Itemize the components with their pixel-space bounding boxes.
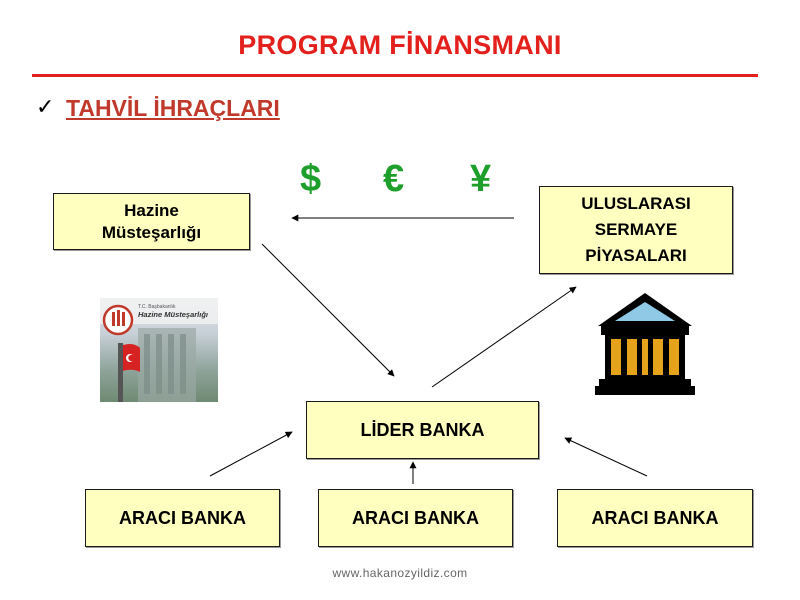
bank-building-icon — [595, 293, 695, 395]
araci-banka-box-2: ARACI BANKA — [318, 489, 513, 547]
euro-symbol: € — [383, 158, 405, 200]
lider-banka-label: LİDER BANKA — [360, 419, 485, 440]
hazine-line-2: Müsteşarlığı — [101, 222, 202, 242]
international-markets-box: ULUSLARASI SERMAYE PİYASALARI — [539, 186, 733, 274]
markets-line-1: ULUSLARASI — [581, 194, 691, 213]
photo-logo-line-2: Hazine Müsteşarlığı — [138, 310, 208, 319]
hazine-building-photo: T.C. Başbakanlık Hazine Müsteşarlığı — [100, 298, 218, 402]
arrow-araci1-to-lider — [209, 431, 293, 477]
araci-banka-box-1: ARACI BANKA — [85, 489, 280, 547]
markets-line-3: PİYASALARI — [585, 246, 687, 265]
arrow-hazine-to-lider — [261, 243, 395, 377]
slide-title: PROGRAM FİNANSMANI — [238, 30, 562, 60]
checkmark-icon: ✓ — [36, 94, 55, 119]
slide-subtitle: TAHVİL İHRAÇLARI — [66, 95, 280, 121]
arrow-araci3-to-lider — [564, 437, 648, 477]
arrow-lider-to-markets — [431, 286, 577, 388]
araci-banka-label: ARACI BANKA — [352, 507, 479, 528]
markets-line-2: SERMAYE — [594, 220, 678, 239]
lider-banka-box: LİDER BANKA — [306, 401, 539, 459]
araci-banka-label: ARACI BANKA — [591, 507, 719, 528]
yen-symbol: ¥ — [470, 158, 492, 200]
araci-banka-box-3: ARACI BANKA — [557, 489, 753, 547]
hazine-line-1: Hazine — [124, 200, 179, 220]
araci-banka-label: ARACI BANKA — [119, 507, 246, 528]
dollar-symbol: $ — [300, 158, 322, 200]
hazine-box: Hazine Müsteşarlığı — [53, 193, 250, 250]
photo-logo-line-1: T.C. Başbakanlık — [138, 304, 176, 310]
footer-url: www.hakanozyildiz.com — [332, 566, 468, 580]
title-divider — [32, 74, 758, 77]
